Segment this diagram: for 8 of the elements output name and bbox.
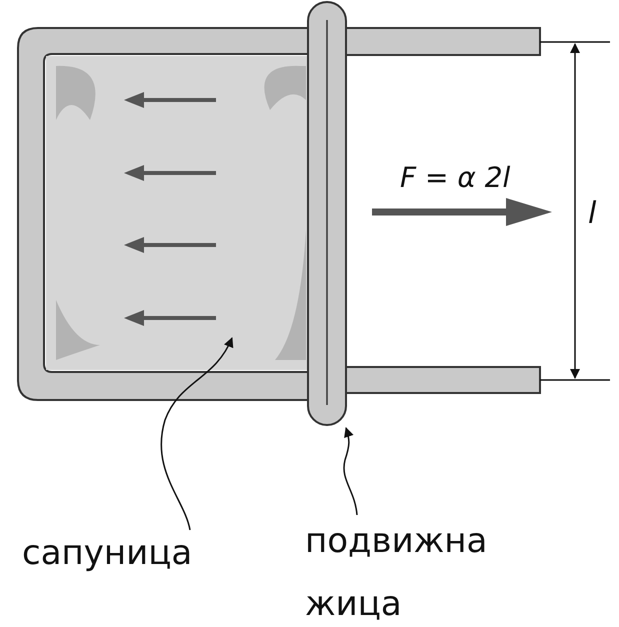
force-formula: F = α 2l — [400, 160, 510, 195]
leader-line — [343, 427, 358, 516]
leader-line — [160, 337, 233, 530]
callout-label: подвижна жица — [305, 510, 545, 627]
callout-label: сапуница — [22, 522, 232, 585]
soap-film — [46, 56, 307, 370]
movable-wire — [307, 1, 347, 426]
dimension-label: l — [588, 195, 596, 232]
